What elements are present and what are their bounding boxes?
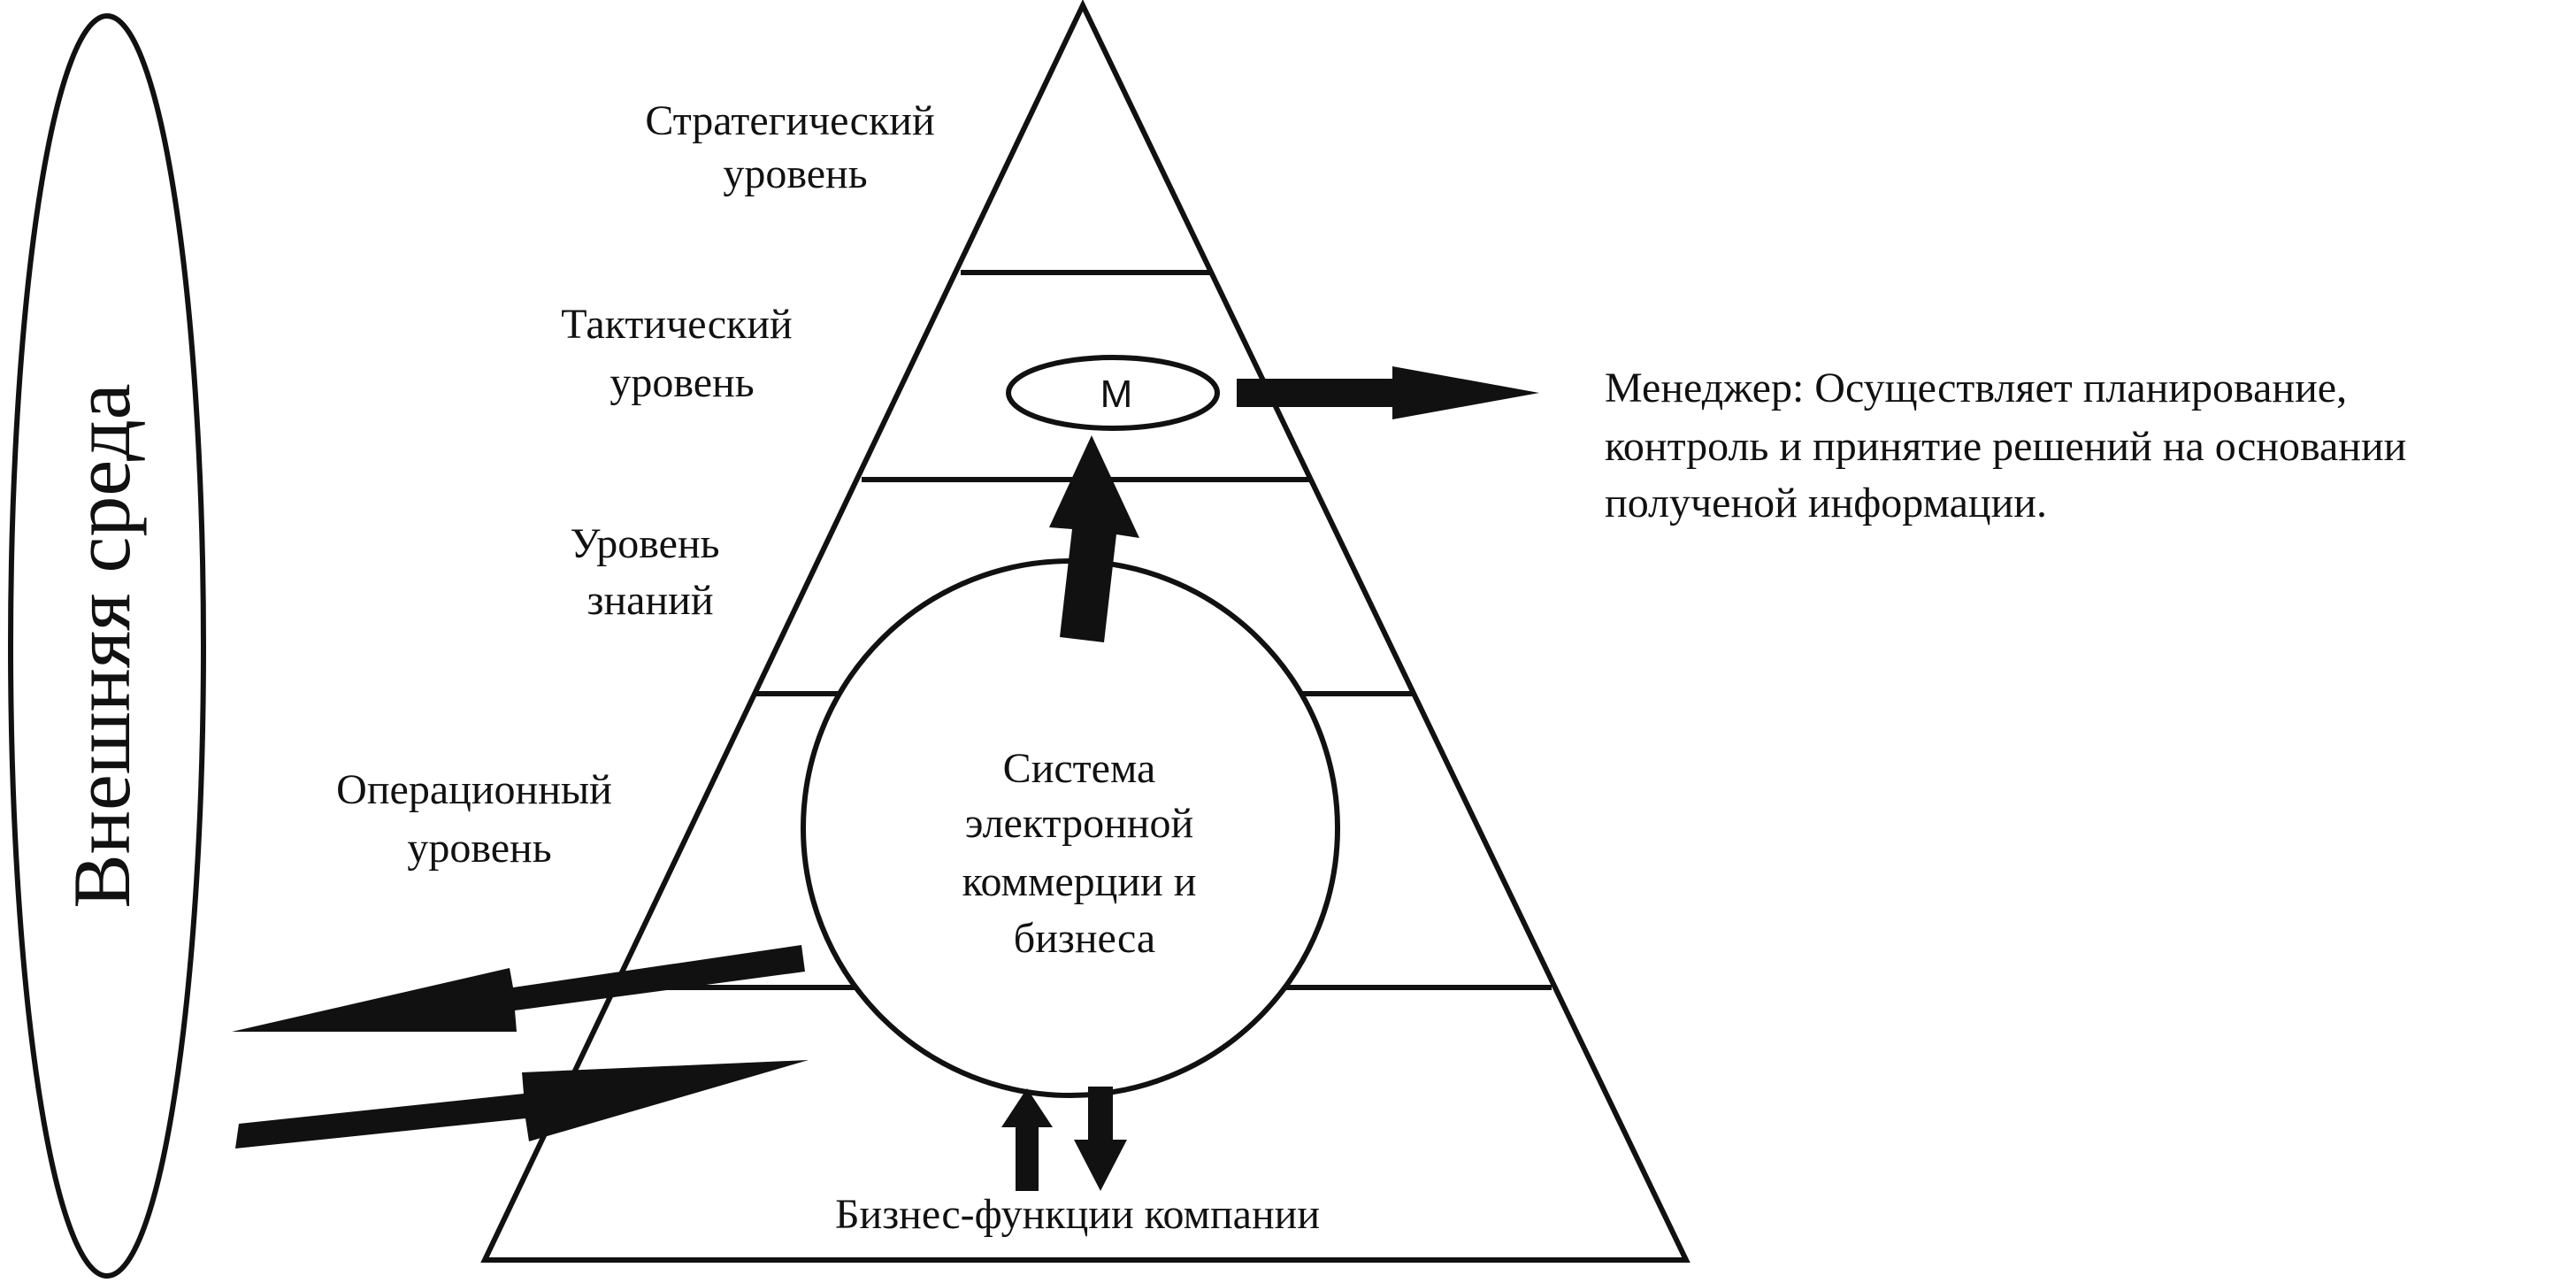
ecommerce-system-label: Система электронной коммерции и бизнеса <box>962 745 1208 962</box>
external-environment-ellipse <box>8 13 206 1279</box>
environment-to-system-arrow <box>235 1060 809 1149</box>
manager-description: Менеджер: Осуществляет планирование, кон… <box>1605 365 2417 526</box>
external-environment-label: Внешняя среда <box>57 383 147 908</box>
system-to-business-arrow <box>1074 1087 1127 1191</box>
system-to-manager-arrow <box>1049 435 1139 642</box>
manager-output-arrow <box>1237 366 1539 419</box>
strategic-level-label: Стратегический уровень <box>645 97 945 197</box>
business-to-system-arrow <box>1001 1088 1053 1191</box>
business-functions-label: Бизнес-функции компании <box>835 1191 1320 1238</box>
operational-level-label: Операционный уровень <box>336 766 623 872</box>
manager-node <box>1006 355 1220 431</box>
tactical-level-label: Тактический уровень <box>561 301 802 406</box>
pyramid-outline <box>480 0 1690 1263</box>
manager-node-label: М <box>1100 373 1133 416</box>
system-to-environment-arrow <box>232 945 805 1032</box>
knowledge-level-label: Уровень знаний <box>570 520 730 624</box>
